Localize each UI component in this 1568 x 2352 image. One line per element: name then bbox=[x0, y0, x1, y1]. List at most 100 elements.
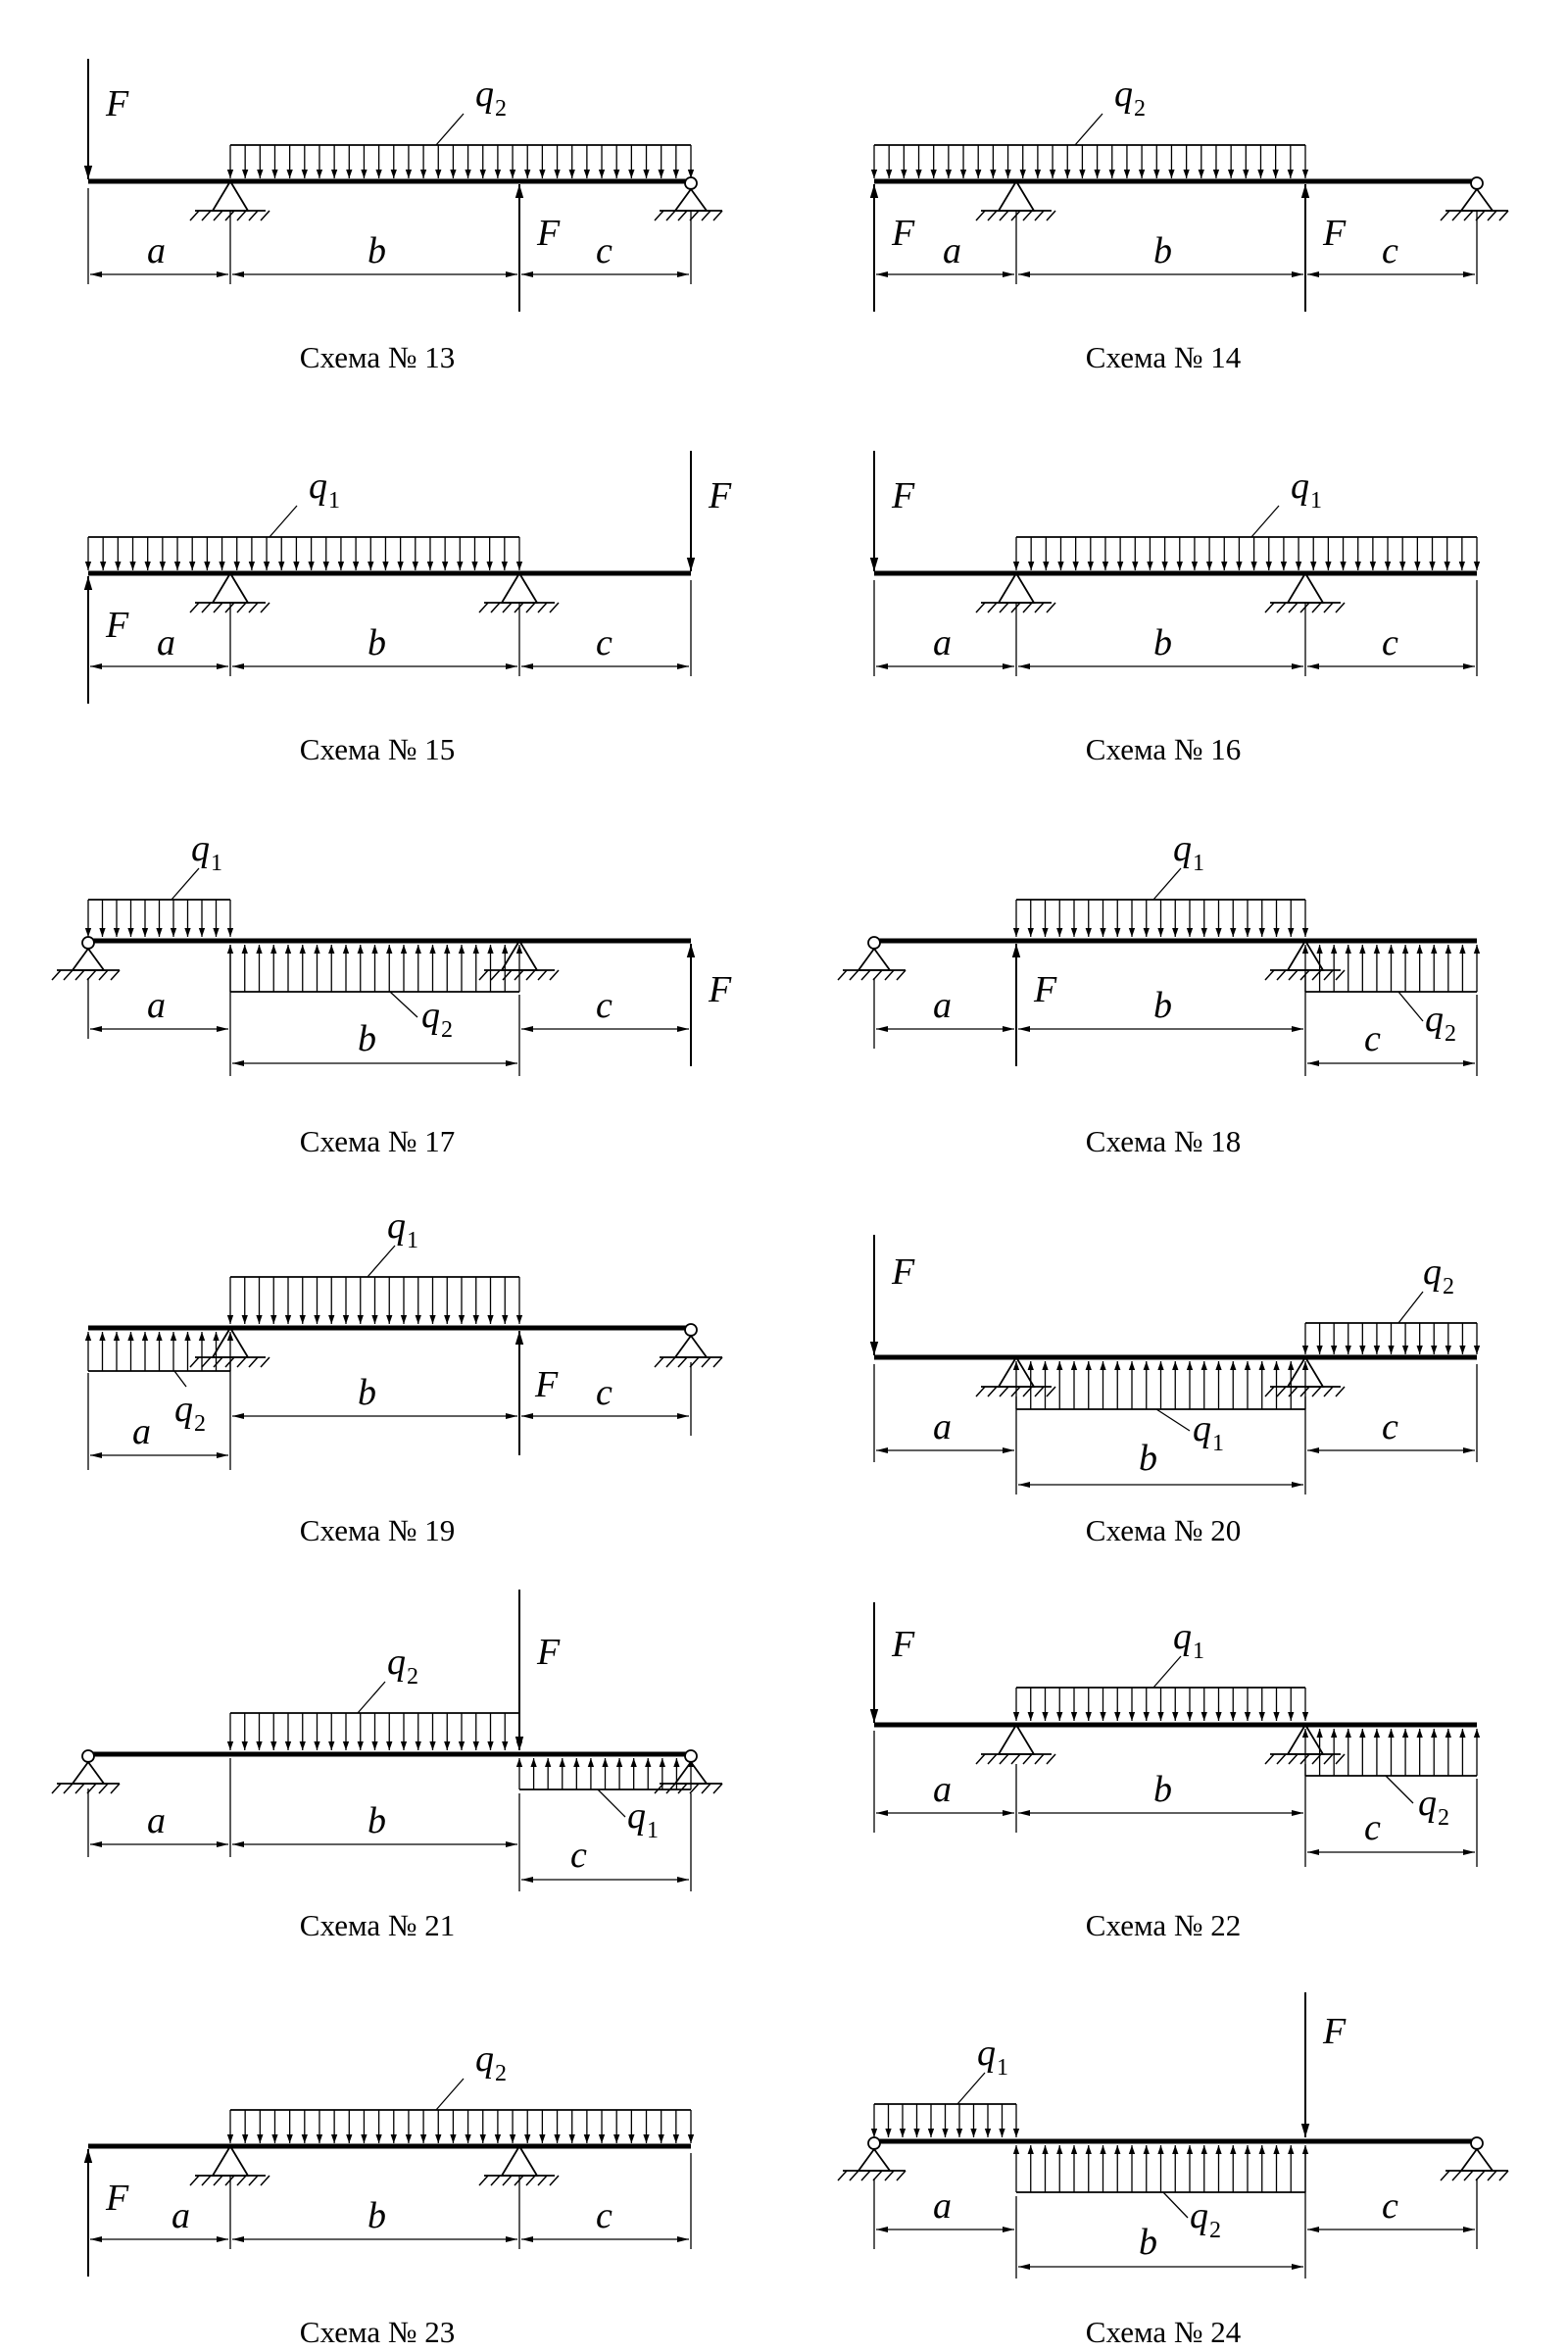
label-b: b bbox=[1153, 230, 1172, 271]
distributed-load-q2 bbox=[226, 945, 523, 993]
label-a: a bbox=[172, 2195, 190, 2236]
label-q: q bbox=[475, 74, 494, 115]
scheme-23: q 2 F a b c Схема № 23 bbox=[83, 2038, 695, 2349]
distributed-load-q2 bbox=[1301, 1729, 1481, 1777]
distributed-load-q2 bbox=[226, 144, 695, 178]
label-q1-subscript: 1 bbox=[647, 1818, 659, 1843]
label-c: c bbox=[570, 1835, 587, 1876]
dimension-lines bbox=[873, 188, 1478, 284]
label-b: b bbox=[1153, 622, 1172, 663]
label-q2-subscript: 2 bbox=[407, 1664, 418, 1690]
label-q-subscript: 1 bbox=[1310, 488, 1322, 514]
distributed-load-q1 bbox=[870, 2103, 1020, 2137]
label-q1: q bbox=[191, 828, 210, 869]
distributed-load-q2 bbox=[226, 2109, 695, 2143]
label-a: a bbox=[147, 1800, 166, 1841]
label-q1: q bbox=[977, 2033, 996, 2074]
scheme-caption: Схема № 13 bbox=[300, 340, 455, 374]
support-roller-pin bbox=[1440, 2136, 1509, 2181]
label-q1-subscript: 1 bbox=[1193, 1639, 1204, 1664]
scheme-caption: Схема № 17 bbox=[300, 1124, 455, 1158]
support-roller-pin bbox=[654, 1323, 723, 1368]
label-a: a bbox=[147, 985, 166, 1026]
dimension-lines bbox=[87, 188, 692, 284]
label-q2: q bbox=[1425, 999, 1444, 1040]
label-a: a bbox=[933, 622, 952, 663]
scheme-caption: Схема № 24 bbox=[1086, 2315, 1242, 2349]
label-q-subscript: 2 bbox=[495, 96, 507, 122]
label-b: b bbox=[368, 622, 386, 663]
label-force: F bbox=[105, 2178, 129, 2219]
label-b: b bbox=[368, 2195, 386, 2236]
support-roller-pin bbox=[654, 1749, 723, 1794]
dimension-lines bbox=[873, 1364, 1478, 1494]
label-q1: q bbox=[1193, 1408, 1211, 1449]
support-fixed-pin bbox=[975, 1723, 1056, 1765]
label-q1-subscript: 1 bbox=[1193, 851, 1204, 876]
label-force: F bbox=[536, 1632, 561, 1673]
support-roller-pin bbox=[1440, 176, 1509, 221]
distributed-load-q2 bbox=[84, 1332, 234, 1372]
support-roller-pin bbox=[51, 936, 121, 981]
distributed-load-q1 bbox=[1012, 1361, 1309, 1410]
label-q2: q bbox=[174, 1389, 193, 1430]
distributed-load-q1 bbox=[84, 536, 523, 570]
dimension-lines bbox=[87, 580, 692, 676]
label-q2: q bbox=[421, 995, 440, 1036]
label-c: c bbox=[596, 1372, 612, 1413]
label-force: F bbox=[536, 213, 561, 254]
scheme-17: q 1 q 2 F a b c Схема № 17 bbox=[51, 828, 732, 1158]
label-q1-subscript: 1 bbox=[1212, 1431, 1224, 1456]
distributed-load-q1 bbox=[515, 1758, 695, 1790]
label-b: b bbox=[1153, 1769, 1172, 1810]
scheme-18: q 1 q 2 F a b c Схема № 18 bbox=[837, 828, 1481, 1158]
label-q2: q bbox=[1418, 1783, 1437, 1824]
label-a: a bbox=[157, 622, 175, 663]
label-q1: q bbox=[1173, 1616, 1192, 1657]
label-force: F bbox=[891, 1624, 915, 1665]
label-a: a bbox=[147, 230, 166, 271]
dimension-lines bbox=[87, 945, 692, 1076]
support-roller-pin bbox=[51, 1749, 121, 1794]
label-q2-subscript: 2 bbox=[1443, 1274, 1454, 1299]
label-c: c bbox=[1364, 1018, 1381, 1059]
label-q: q bbox=[1114, 74, 1133, 115]
scheme-20: q 2 q 1 F a b c Схема № 20 bbox=[869, 1235, 1481, 1547]
label-c: c bbox=[1382, 230, 1398, 271]
label-force: F bbox=[1322, 2011, 1347, 2052]
label-force: F bbox=[1033, 969, 1057, 1010]
label-force: F bbox=[1322, 213, 1347, 254]
scheme-caption: Схема № 19 bbox=[300, 1513, 455, 1547]
label-b: b bbox=[368, 230, 386, 271]
distributed-load-q2 bbox=[870, 144, 1309, 178]
dimension-lines bbox=[87, 1334, 692, 1470]
dimension-lines bbox=[87, 2153, 692, 2249]
support-roller-pin bbox=[837, 936, 906, 981]
label-c: c bbox=[596, 2195, 612, 2236]
label-q2: q bbox=[1423, 1251, 1442, 1293]
label-c: c bbox=[596, 230, 612, 271]
dimension-lines bbox=[873, 945, 1478, 1076]
scheme-caption: Схема № 15 bbox=[300, 732, 455, 766]
scheme-16: q 1 F a b c Схема № 16 bbox=[869, 451, 1481, 766]
label-c: c bbox=[596, 622, 612, 663]
dimension-lines bbox=[87, 1758, 692, 1891]
scheme-21: q 2 q 1 F a b c Схема № 21 bbox=[51, 1590, 723, 1942]
label-force: F bbox=[708, 969, 732, 1010]
label-c: c bbox=[1382, 622, 1398, 663]
distributed-load-q2 bbox=[226, 1712, 523, 1750]
scheme-24: q 1 q 2 F a b c Схема № 24 bbox=[837, 1992, 1509, 2349]
label-c: c bbox=[596, 985, 612, 1026]
support-roller-pin bbox=[837, 2136, 906, 2181]
label-b: b bbox=[358, 1372, 376, 1413]
label-b: b bbox=[358, 1018, 376, 1059]
label-force: F bbox=[891, 213, 915, 254]
label-q-subscript: 2 bbox=[1134, 96, 1146, 122]
support-fixed-pin bbox=[1264, 1723, 1346, 1765]
label-b: b bbox=[1139, 1438, 1157, 1479]
label-a: a bbox=[132, 1411, 151, 1452]
dimension-lines bbox=[873, 2147, 1478, 2278]
label-force: F bbox=[105, 83, 129, 124]
support-fixed-pin bbox=[189, 1326, 270, 1368]
